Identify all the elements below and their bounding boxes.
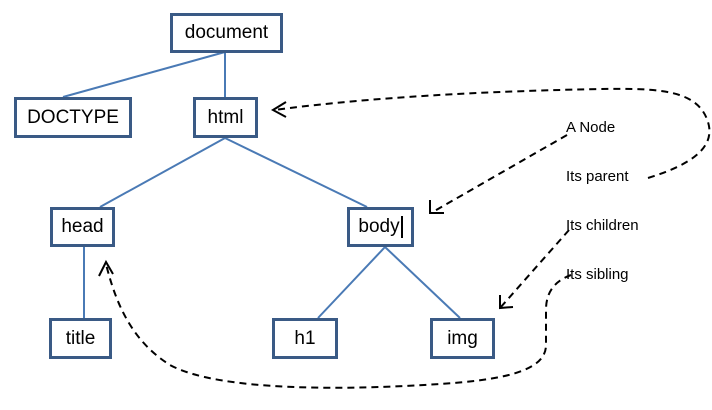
text-cursor [400,216,403,238]
sibling-arrow-path [105,263,572,389]
node-h1: h1 [272,318,338,359]
node-img-label: img [447,327,478,349]
edge-document-doctype [62,51,226,98]
sibling-arrowhead [98,259,114,277]
edge-html-head [99,137,226,208]
node-head: head [50,207,115,247]
label-a-node: A Node [566,119,616,136]
parent-arrow-path [273,87,711,179]
node-html: html [193,97,258,138]
children-arrow-path [499,229,570,309]
edge-body-h1 [317,246,386,319]
label-its-children: Its children [566,217,639,234]
node-body-label: body [358,216,400,237]
label-its-sibling: Its sibling [566,266,629,283]
node-title-label: title [65,327,96,349]
label-its-parent: Its parent [566,168,629,185]
node-arrowhead [429,200,444,214]
edge-body-img [384,246,461,319]
parent-arrowhead [270,101,287,118]
node-html-label: html [207,106,244,128]
edge-html-body [224,137,368,208]
node-title: title [49,318,112,359]
node-body: body [347,207,414,247]
node-document-label: document [184,22,269,43]
node-arrow-path [430,134,568,214]
node-document: document [170,13,283,53]
node-h1-label: h1 [294,327,316,349]
node-doctype-label: DOCTYPE [27,106,119,128]
node-img: img [430,318,495,359]
node-head-label: head [61,216,104,237]
children-arrowhead [499,295,514,310]
node-doctype: DOCTYPE [14,97,132,138]
